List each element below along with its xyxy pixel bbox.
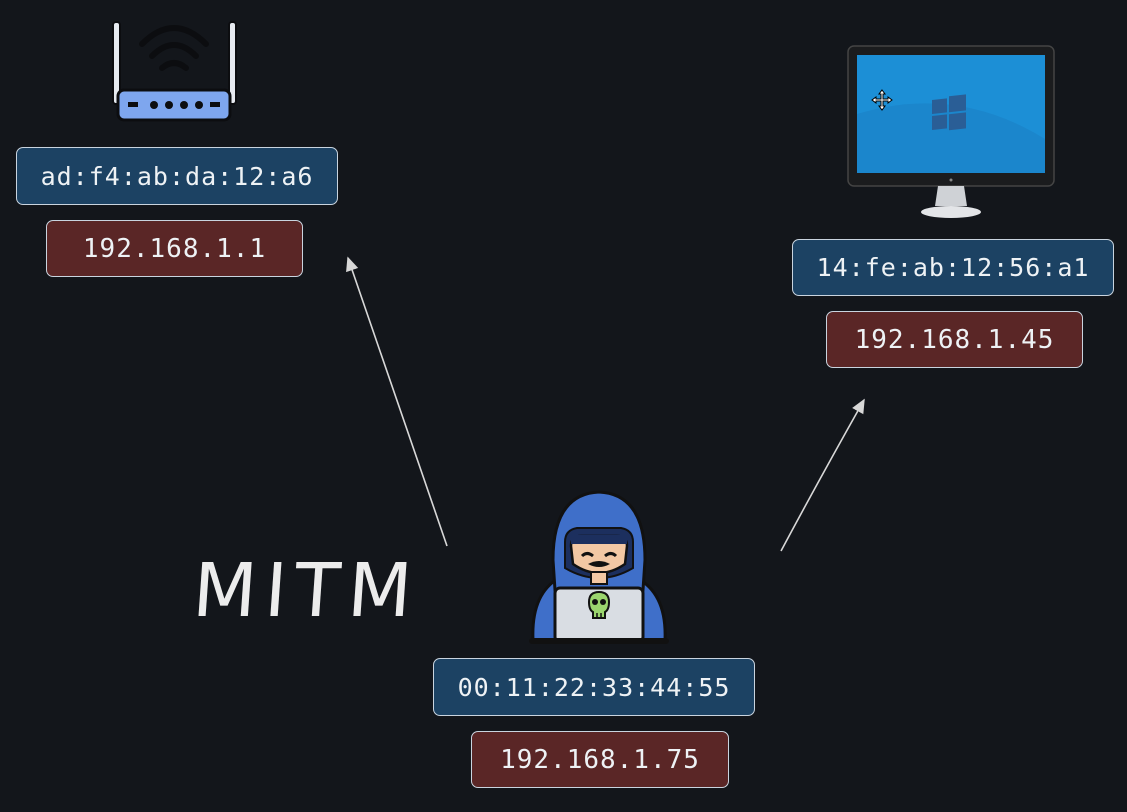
move-cursor-icon: [871, 89, 893, 111]
victim-ip-address: 192.168.1.45: [826, 311, 1083, 368]
victim-mac-address: 14:fe:ab:12:56:a1: [792, 239, 1114, 296]
arrow-attacker-to-victim: [780, 398, 865, 552]
attacker-ip-address: 192.168.1.75: [471, 731, 729, 788]
hooded-hacker-icon: [529, 490, 669, 644]
diagram-title: MITM: [189, 548, 423, 634]
arrow-attacker-to-router: [346, 256, 448, 547]
wifi-router-icon: [112, 21, 237, 122]
router-ip-address: 192.168.1.1: [46, 220, 303, 277]
windows-monitor-icon: [847, 45, 1055, 218]
router-mac-address: ad:f4:ab:da:12:a6: [16, 147, 338, 205]
attacker-mac-address: 00:11:22:33:44:55: [433, 658, 755, 716]
